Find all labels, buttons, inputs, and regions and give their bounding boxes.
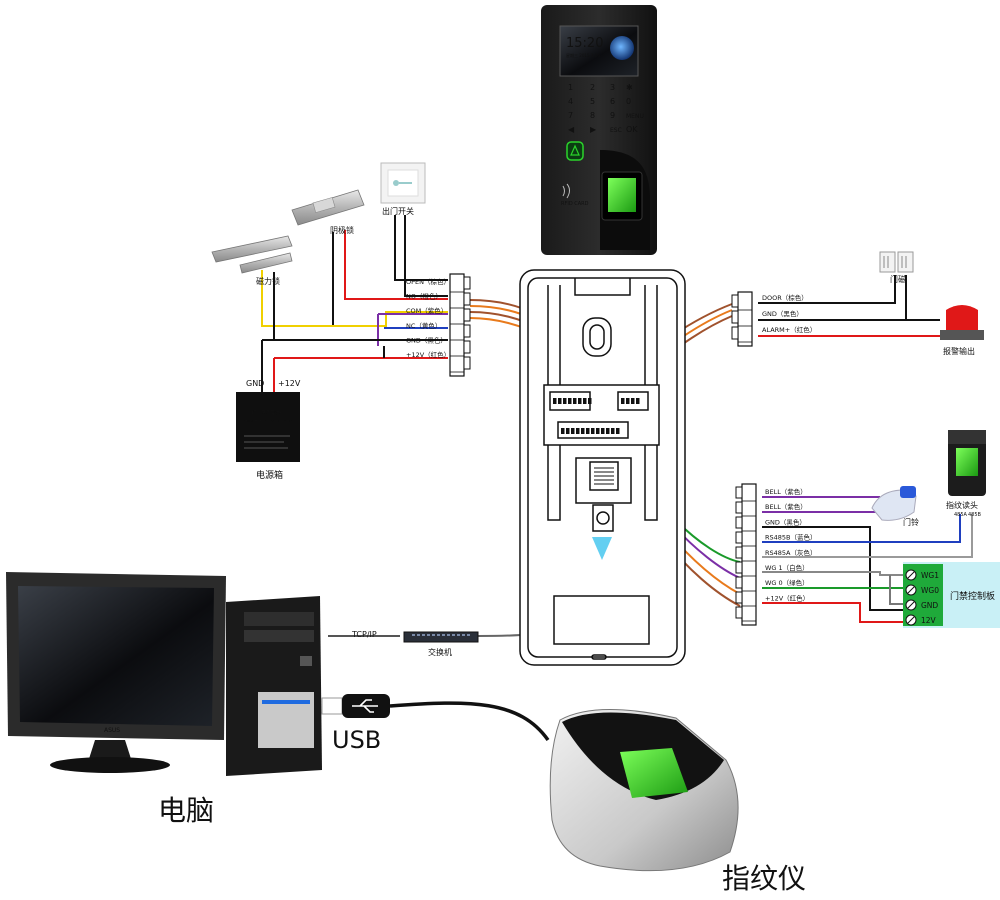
exit-switch [380,162,426,204]
keypad-key: 1 [568,83,573,92]
controller-terminal-label: 12V [921,616,937,625]
cathode-lock-label: 阴极锁 [330,225,354,235]
psu-box-title: 门禁专用电源箱 [252,409,284,416]
keypad-key: ✱ [626,83,633,92]
doorbell-label: 门铃 [903,517,919,527]
terminal-label: GND（黑色） [406,335,447,344]
right-bottom-terminal-block [735,483,757,626]
terminal-label: +12V（红色） [765,593,809,602]
right-bottom-wiring [762,496,973,623]
keypad-key: 2 [590,83,595,92]
computer-monitor: ASUS [6,572,226,773]
keypad-key: 9 [610,111,615,120]
keypad-key: 8 [590,111,595,120]
terminal-label: NO（橙色） [406,292,442,301]
bell-icon [570,144,580,156]
keypad-key: ESC [610,127,622,134]
keypad-key: 4 [568,97,573,106]
psu-12v-label: +12V [278,379,301,388]
keypad-key: OK [626,125,638,134]
terminal-label: WG 1（白色） [765,563,809,572]
terminal-label: BELL（紫色） [765,487,807,496]
terminal-label: GND（黑色） [765,517,806,526]
keypad-key: ▶ [590,125,597,134]
cable-gland [592,537,612,560]
keypad-key: 0 [626,97,631,106]
terminal-label: COM（紫色） [406,306,447,315]
terminal-label: ALARM+（红色） [762,325,816,334]
fingerprint-reader [948,430,986,496]
device-date: 星期三 2015-3-26 [566,52,600,58]
controller-terminal-label: WG1 [921,571,939,580]
usb-cable [389,701,550,742]
left-wiring [261,215,448,392]
globe-wallpaper [610,36,634,60]
network-switch [403,631,479,643]
exit-switch-label: 出门开关 [382,206,414,216]
tcpip-label: TCP/IP [351,630,377,639]
keypad-key: 3 [610,83,615,92]
alarm-siren [940,305,984,340]
usb-plug [321,694,390,718]
psu-label: 电源箱 [256,469,283,481]
monitor-brand: ASUS [104,727,120,734]
controller-board [903,562,1000,628]
controller-terminal-label: GND [921,601,938,610]
terminal-label: WG 0（绿色） [765,578,809,587]
left-terminal-block [449,273,471,377]
doorbell [871,486,917,521]
panel-pin-rows [553,398,640,485]
keypad-key: 6 [610,97,615,106]
controller-label: 门禁控制板 [950,590,995,602]
nfc-icon [562,183,570,199]
card-brand: RFID CARD [561,201,589,207]
keypad-key: 5 [590,97,595,106]
device-keypad: 1 2 3 ✱ 4 5 6 0 7 8 9 MENU ◀ ▶ ESC OK [568,83,644,134]
door-sensor-label: 门磁 [890,274,906,284]
keypad-key: ◀ [568,125,575,134]
terminal-label: GND（黑色） [762,309,803,318]
keypad-key: MENU [626,113,644,120]
usb-label: USB [332,726,381,754]
alarm-output-label: 报警输出 [943,346,975,356]
psu-box-subtitle: Uninterrupted Power Supply [243,419,292,423]
right-top-wiring [758,275,940,337]
computer-tower [226,596,322,776]
fingerprint-scanner [549,708,739,872]
right-top-terminal-block [731,291,753,347]
keypad-key: 7 [568,111,573,120]
fp-reader-label: 指纹读头 [946,500,978,510]
cathode-lock [291,189,365,226]
magnetic-lock [211,235,293,274]
fingerprint-sensor [608,178,636,212]
controller-terminal-label: WG0 [921,586,939,595]
terminal-label: DOOR（棕色） [762,293,808,302]
door-sensor [879,251,914,273]
fp-reader-pin-a: 485A [954,512,968,518]
terminal-label: RS485B（蓝色） [765,533,817,542]
fp-reader-pin-b: 485B [968,512,982,518]
psu-gnd-label: GND [246,379,264,388]
terminal-label: RS485A（灰色） [765,548,817,557]
computer-label: 电脑 [158,794,214,827]
device-time: 15:20 [566,36,603,51]
device-screen [559,25,639,77]
terminal-label: OPEN（棕色） [406,277,450,286]
mag-lock-label: 磁力锁 [256,276,280,286]
access-terminal: 15:20 星期三 2015-3-26 1 2 3 ✱ 4 5 6 0 7 8 9 MENU ◀ ▶ ESC… [541,5,657,255]
terminal-label: NC（黄色） [406,321,441,330]
scanner-label: 指纹仪 [722,862,806,895]
power-supply-box: 门禁专用电源箱 Uninterrupted Power Supply [236,392,300,462]
terminal-label: +12V（红色） [406,350,450,359]
usb-icon [352,699,378,713]
switch-label: 交换机 [428,647,452,657]
terminal-label: BELL（紫色） [765,502,807,511]
